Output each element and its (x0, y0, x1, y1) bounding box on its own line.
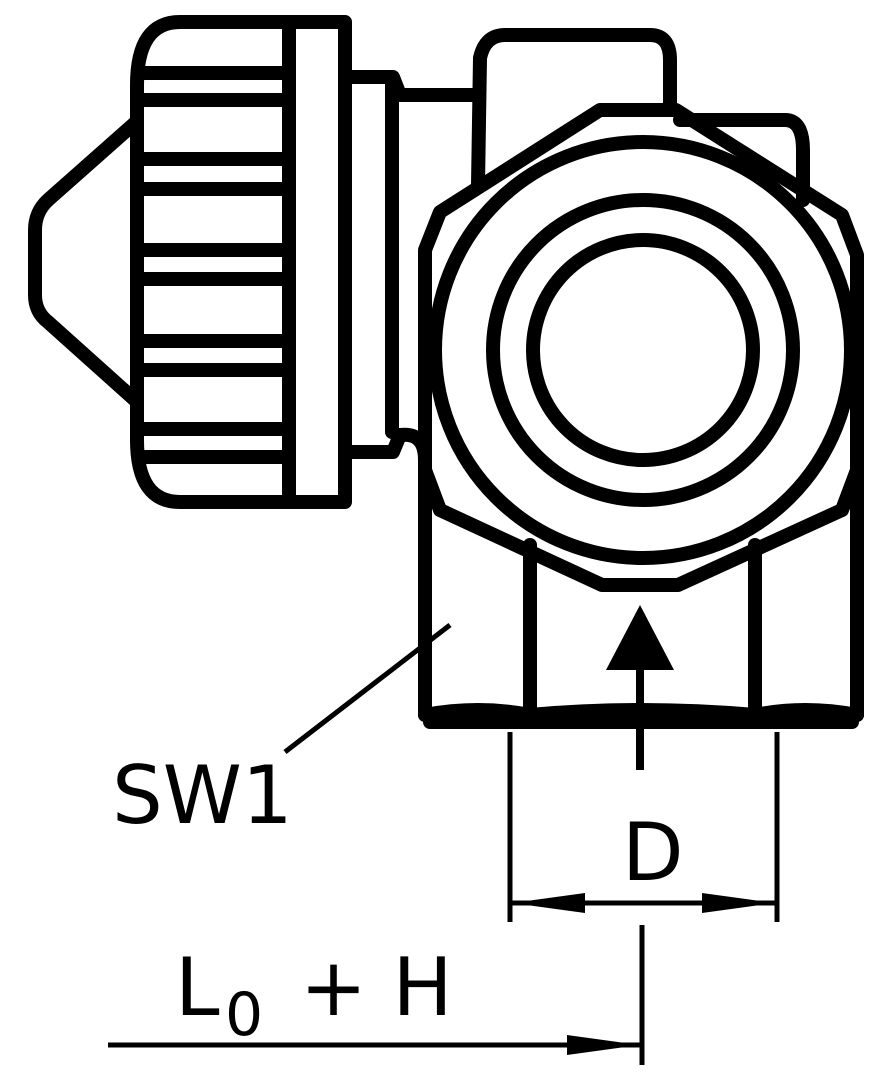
flow-arrow (606, 605, 674, 770)
l-label: L (175, 941, 220, 1034)
sw1-callout: SW1 (112, 623, 452, 842)
dimension-l0-h: L 0 + H (108, 925, 645, 1065)
inner-ring (526, 233, 760, 467)
dimension-d: D (507, 732, 780, 922)
hex-nut (418, 103, 864, 592)
knob-cone (28, 116, 142, 407)
knob-body (130, 15, 352, 509)
right-cap (673, 113, 810, 207)
middle-ring (486, 193, 800, 507)
l-subscript: 0 (225, 980, 263, 1050)
plus-h-label: + H (300, 941, 453, 1034)
knob-grooves (133, 66, 292, 464)
sw1-label: SW1 (112, 749, 293, 842)
outer-ring (428, 135, 858, 565)
thermostatic-knob (28, 15, 352, 509)
top-bonnet (471, 28, 677, 192)
dimension-d-label: D (622, 806, 684, 899)
